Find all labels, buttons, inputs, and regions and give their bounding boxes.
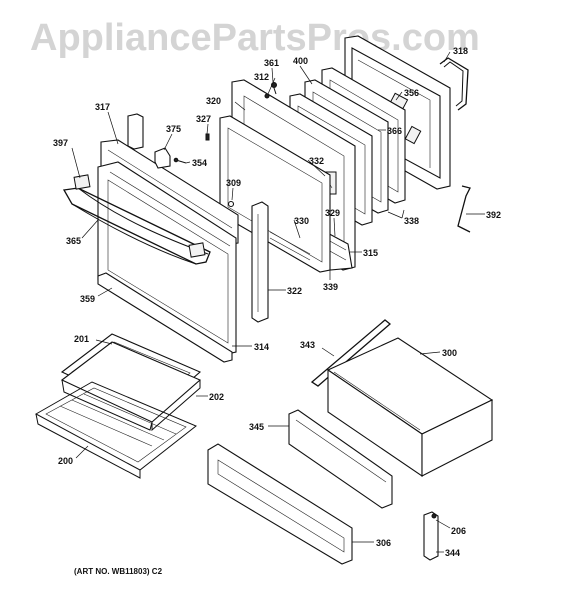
callout-322: 322 [287,286,302,296]
callout-330: 330 [294,216,309,226]
callout-344: 344 [445,548,460,558]
callout-309: 309 [226,178,241,188]
callout-318: 318 [453,46,468,56]
callout-361: 361 [264,58,279,68]
screw-312 [264,93,270,99]
drawer-glide [310,319,392,387]
door-bottom-trim [97,272,233,363]
callout-366: 366 [387,126,402,136]
callout-339: 339 [323,282,338,292]
callout-labels: 318 356 361 312 400 317 320 375 327 366 … [53,46,501,558]
callout-375: 375 [166,124,181,134]
side-trim-left [127,113,144,150]
callout-202: 202 [209,392,224,402]
clip-327 [205,133,210,141]
drawer-rail-clip [423,511,439,561]
callout-343: 343 [300,340,315,350]
callout-306: 306 [376,538,391,548]
door-handle [62,174,211,265]
callout-200: 200 [58,456,73,466]
callout-338: 338 [404,216,419,226]
callout-315: 315 [363,248,378,258]
leader-lines [71,51,485,553]
callout-329: 329 [325,208,340,218]
callout-397: 397 [53,138,68,148]
watermark: AppliancePartsPros.com [30,17,480,59]
callout-332: 332 [309,156,324,166]
callout-300: 300 [442,348,457,358]
callout-201: 201 [74,334,89,344]
callout-312: 312 [254,72,269,82]
screw-309 [227,200,235,208]
callout-392: 392 [486,210,501,220]
hinge-spring [457,185,471,233]
callout-314: 314 [254,342,269,352]
drawer-liner [288,409,393,509]
bracket-375 [154,147,171,169]
drawer-body [326,337,494,478]
callout-356: 356 [404,88,419,98]
callout-400: 400 [293,56,308,66]
callout-327: 327 [196,114,211,124]
callout-320: 320 [206,96,221,106]
callout-354: 354 [192,158,207,168]
callout-365: 365 [66,236,81,246]
oven-rack [34,381,197,479]
art-number: (ART NO. WB11803) C2 [74,567,163,576]
callout-317: 317 [95,102,110,112]
broiler-pan [60,341,202,432]
callout-206: 206 [451,526,466,536]
drawer-front-panel [207,443,353,565]
screw-354 [173,157,187,164]
callout-359: 359 [80,294,95,304]
callout-345: 345 [249,422,264,432]
door-side-trim [251,201,269,323]
